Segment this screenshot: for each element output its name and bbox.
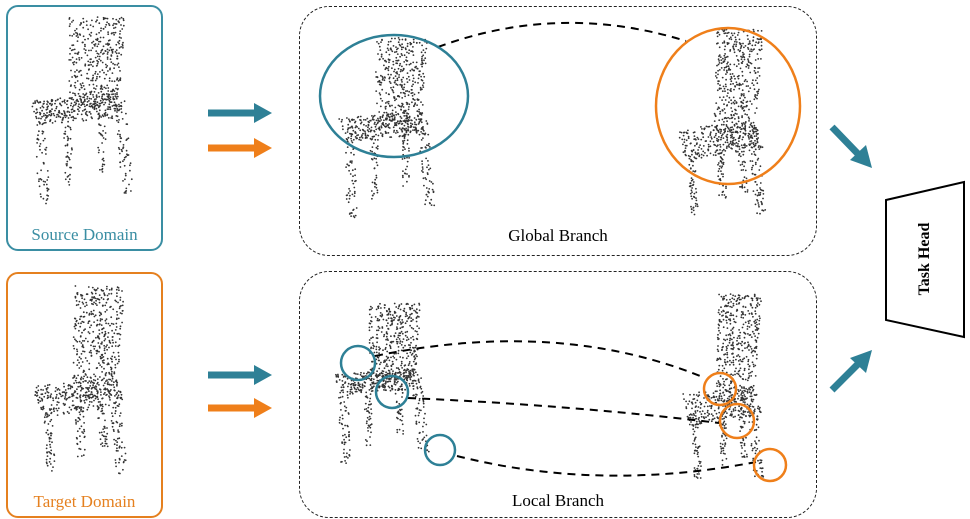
global-to-head-arrow-icon (829, 124, 872, 168)
source-to-global-arrow-icon (208, 103, 272, 123)
source-domain-panel: Source Domain (6, 5, 163, 251)
local-to-head-arrow-icon (829, 350, 872, 393)
global-branch-box: Global Branch (299, 6, 817, 256)
target-domain-panel: Target Domain (6, 272, 163, 518)
global-target-ellipse (654, 26, 802, 186)
global-source-ellipse (318, 33, 470, 159)
source-domain-label: Source Domain (31, 225, 138, 244)
global-target-chair-point-cloud-icon (678, 28, 767, 216)
local-branch-box: Local Branch (299, 271, 817, 518)
local-correspondence-line-2 (407, 397, 720, 424)
target-to-global-arrow-icon (208, 138, 272, 158)
local-correspondence-line-3 (456, 455, 757, 477)
target-to-local-arrow-icon (208, 398, 272, 418)
task-head-label: Task Head (916, 222, 933, 296)
local-source-circle-2 (374, 374, 410, 410)
local-target-circle-2 (718, 402, 756, 440)
local-correspondence-line-1 (374, 340, 706, 379)
local-branch-label: Local Branch (511, 491, 605, 510)
global-correspondence-line (437, 21, 687, 48)
target-chair-point-cloud-icon (34, 285, 127, 475)
source-chair-point-cloud-icon (31, 16, 133, 205)
task-head-shape (885, 180, 965, 339)
local-source-circle-3 (423, 433, 457, 467)
local-target-circle-3 (752, 447, 788, 483)
global-source-chair-point-cloud-icon (338, 37, 436, 219)
target-domain-label: Target Domain (33, 492, 136, 511)
local-target-circle-1 (702, 371, 738, 407)
local-source-circle-1 (339, 344, 377, 382)
source-to-local-arrow-icon (208, 365, 272, 385)
global-branch-label: Global Branch (508, 226, 608, 245)
